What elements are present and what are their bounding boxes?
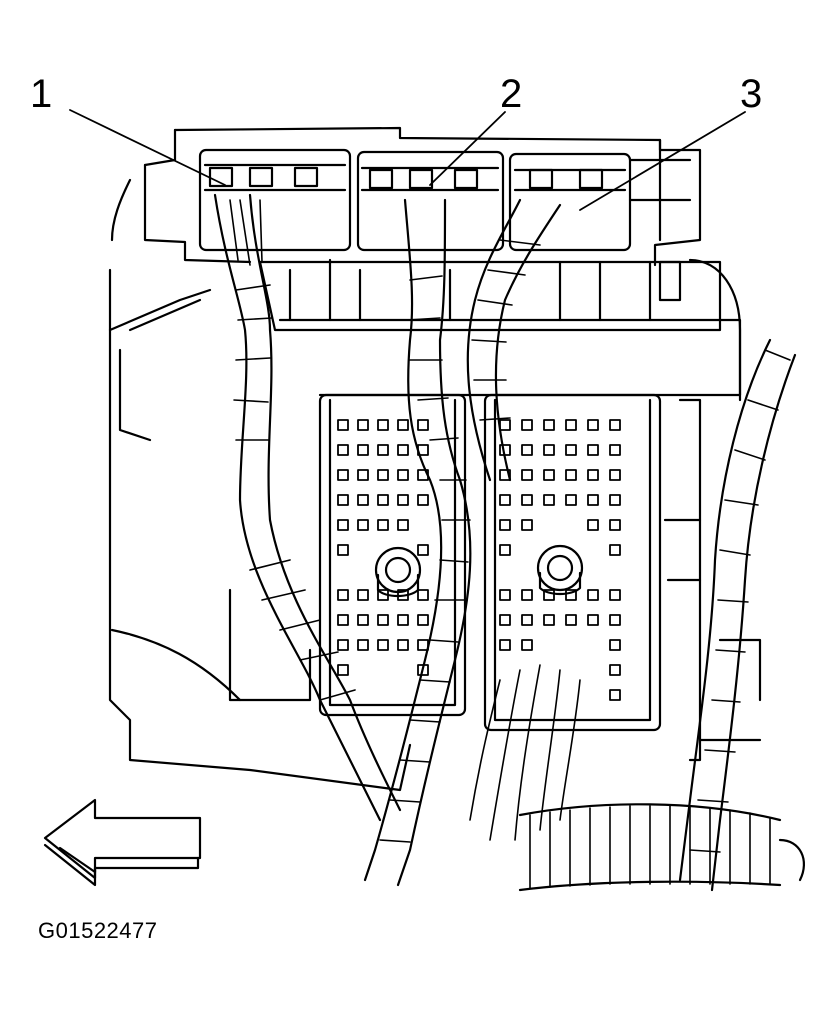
callout-3: 3 — [740, 72, 763, 116]
figure-id: G01522477 — [38, 918, 158, 943]
callout-leaders — [69, 109, 746, 211]
top-connector-housing — [143, 126, 702, 267]
background-panel — [108, 178, 762, 792]
leader-line-2 — [429, 111, 506, 186]
arrow-left-icon — [43, 798, 202, 887]
left-connector-bolt — [374, 546, 422, 598]
wiring-harness — [213, 193, 805, 892]
leader-line-1 — [69, 109, 226, 186]
callout-1: 1 — [30, 72, 53, 116]
leader-line-3 — [579, 111, 746, 211]
right-connector-bolt — [536, 544, 584, 596]
callout-2: 2 — [500, 72, 523, 116]
left-module-connector — [318, 393, 467, 717]
right-module-connector — [483, 393, 662, 732]
